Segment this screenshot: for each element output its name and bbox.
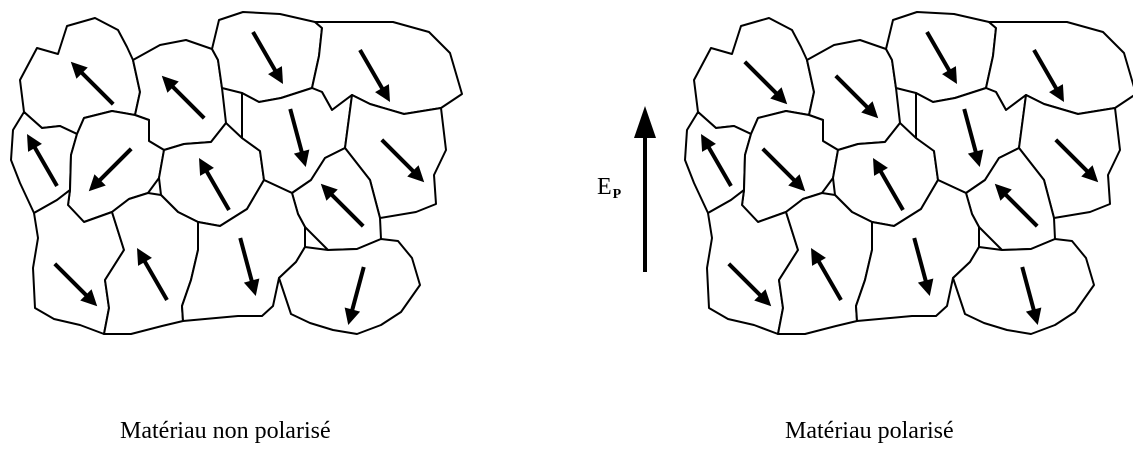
field-arrow (634, 106, 656, 272)
dipole-arrow-left-10 (320, 183, 365, 228)
dipole-arrow-left-13 (137, 248, 169, 301)
caption-polarized: Matériau polarisé (785, 418, 954, 444)
panel-non-polarized (10, 11, 463, 335)
dipole-arrows-left (27, 31, 425, 325)
panel-polarized (684, 11, 1133, 335)
dipole-arrow-right-11 (912, 237, 934, 296)
dipole-arrow-left-2 (161, 75, 206, 120)
dipole-arrow-left-1 (70, 61, 115, 106)
dipole-arrow-left-9 (380, 138, 425, 183)
dipole-arrow-right-10 (994, 183, 1039, 228)
dipole-arrow-left-12 (53, 262, 98, 307)
dipole-arrow-left-6 (88, 147, 133, 192)
dipole-arrow-left-7 (199, 158, 231, 211)
dipole-arrow-right-3 (925, 31, 957, 84)
dipole-arrow-right-8 (962, 108, 984, 167)
field-label: EP (597, 174, 622, 202)
dipole-arrow-left-8 (288, 108, 310, 167)
dipole-arrow-left-11 (238, 237, 260, 296)
dipole-arrow-right-9 (1054, 138, 1099, 183)
dipole-arrow-right-4 (1032, 49, 1064, 102)
dipole-arrow-right-7 (873, 158, 905, 211)
dipole-arrow-right-5 (701, 134, 733, 187)
dipole-arrow-right-13 (811, 248, 843, 301)
dipole-arrow-left-3 (251, 31, 283, 84)
dipole-arrow-left-5 (27, 134, 59, 187)
dipole-arrow-left-4 (358, 49, 390, 102)
dipole-arrow-left-14 (344, 266, 366, 325)
dipole-arrow-right-14 (1020, 266, 1042, 325)
caption-non-polarized: Matériau non polarisé (120, 418, 331, 444)
